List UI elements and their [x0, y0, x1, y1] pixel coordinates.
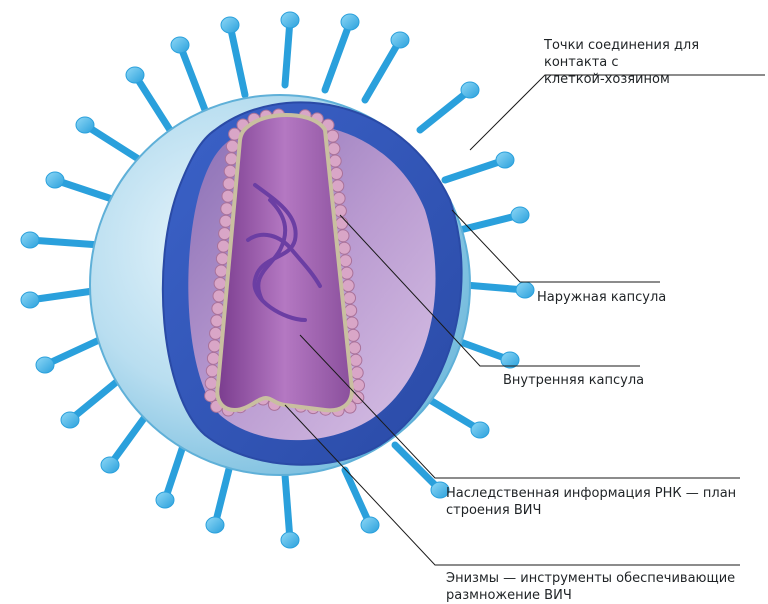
- enzyme-bead: [327, 130, 339, 142]
- enzyme-bead: [223, 178, 235, 190]
- label-enzymes-line1: Энизмы — инструменты обеспечивающие: [446, 570, 764, 587]
- enzyme-bead: [215, 265, 227, 277]
- enzyme-bead: [346, 317, 358, 329]
- enzyme-bead: [209, 340, 221, 352]
- label-rna-line1: Наследственная информация РНК — план: [446, 485, 764, 502]
- enzyme-bead: [214, 278, 226, 290]
- enzyme-bead: [212, 303, 224, 315]
- enzyme-bead: [205, 390, 217, 402]
- enzyme-bead: [336, 217, 348, 229]
- enzyme-bead: [224, 165, 236, 177]
- enzyme-bead: [349, 342, 361, 354]
- enzyme-bead: [225, 153, 237, 165]
- enzyme-bead: [328, 143, 340, 155]
- enzyme-bead: [340, 255, 352, 267]
- label-attachment-points: Точки соединения для контакта с клеткой-…: [544, 37, 766, 88]
- enzyme-bead: [226, 140, 238, 152]
- enzyme-bead: [206, 365, 218, 377]
- label-inner-capsule: Внутренняя капсула: [503, 372, 644, 389]
- enzyme-bead: [219, 228, 231, 240]
- enzyme-bead: [350, 354, 362, 366]
- label-enzymes-line2: размножение ВИЧ: [446, 587, 764, 604]
- enzyme-bead: [207, 352, 219, 364]
- enzyme-bead: [351, 367, 363, 379]
- enzyme-bead: [213, 290, 225, 302]
- enzyme-bead: [210, 327, 222, 339]
- enzyme-bead: [333, 192, 345, 204]
- enzyme-bead: [220, 215, 232, 227]
- enzyme-bead: [337, 230, 349, 242]
- label-attachment-line1: Точки соединения для контакта с: [544, 37, 766, 71]
- enzyme-bead: [347, 329, 359, 341]
- enzyme-bead: [331, 168, 343, 180]
- enzyme-bead: [338, 242, 350, 254]
- enzyme-bead: [205, 377, 217, 389]
- enzyme-bead: [218, 240, 230, 252]
- enzyme-bead: [341, 267, 353, 279]
- label-rna: Наследственная информация РНК — план стр…: [446, 485, 764, 519]
- label-enzymes: Энизмы — инструменты обеспечивающие разм…: [446, 570, 764, 604]
- enzyme-bead: [344, 292, 356, 304]
- label-outer-capsule: Наружная капсула: [537, 289, 666, 306]
- enzyme-bead: [222, 190, 234, 202]
- label-rna-line2: строения ВИЧ: [446, 502, 764, 519]
- enzyme-bead: [332, 180, 344, 192]
- enzyme-bead: [329, 155, 341, 167]
- enzyme-bead: [216, 253, 228, 265]
- enzyme-bead: [342, 280, 354, 292]
- enzyme-bead: [353, 379, 365, 391]
- enzyme-bead: [345, 305, 357, 317]
- enzyme-bead: [221, 203, 233, 215]
- label-attachment-line2: клеткой-хозяином: [544, 71, 766, 88]
- enzyme-bead: [211, 315, 223, 327]
